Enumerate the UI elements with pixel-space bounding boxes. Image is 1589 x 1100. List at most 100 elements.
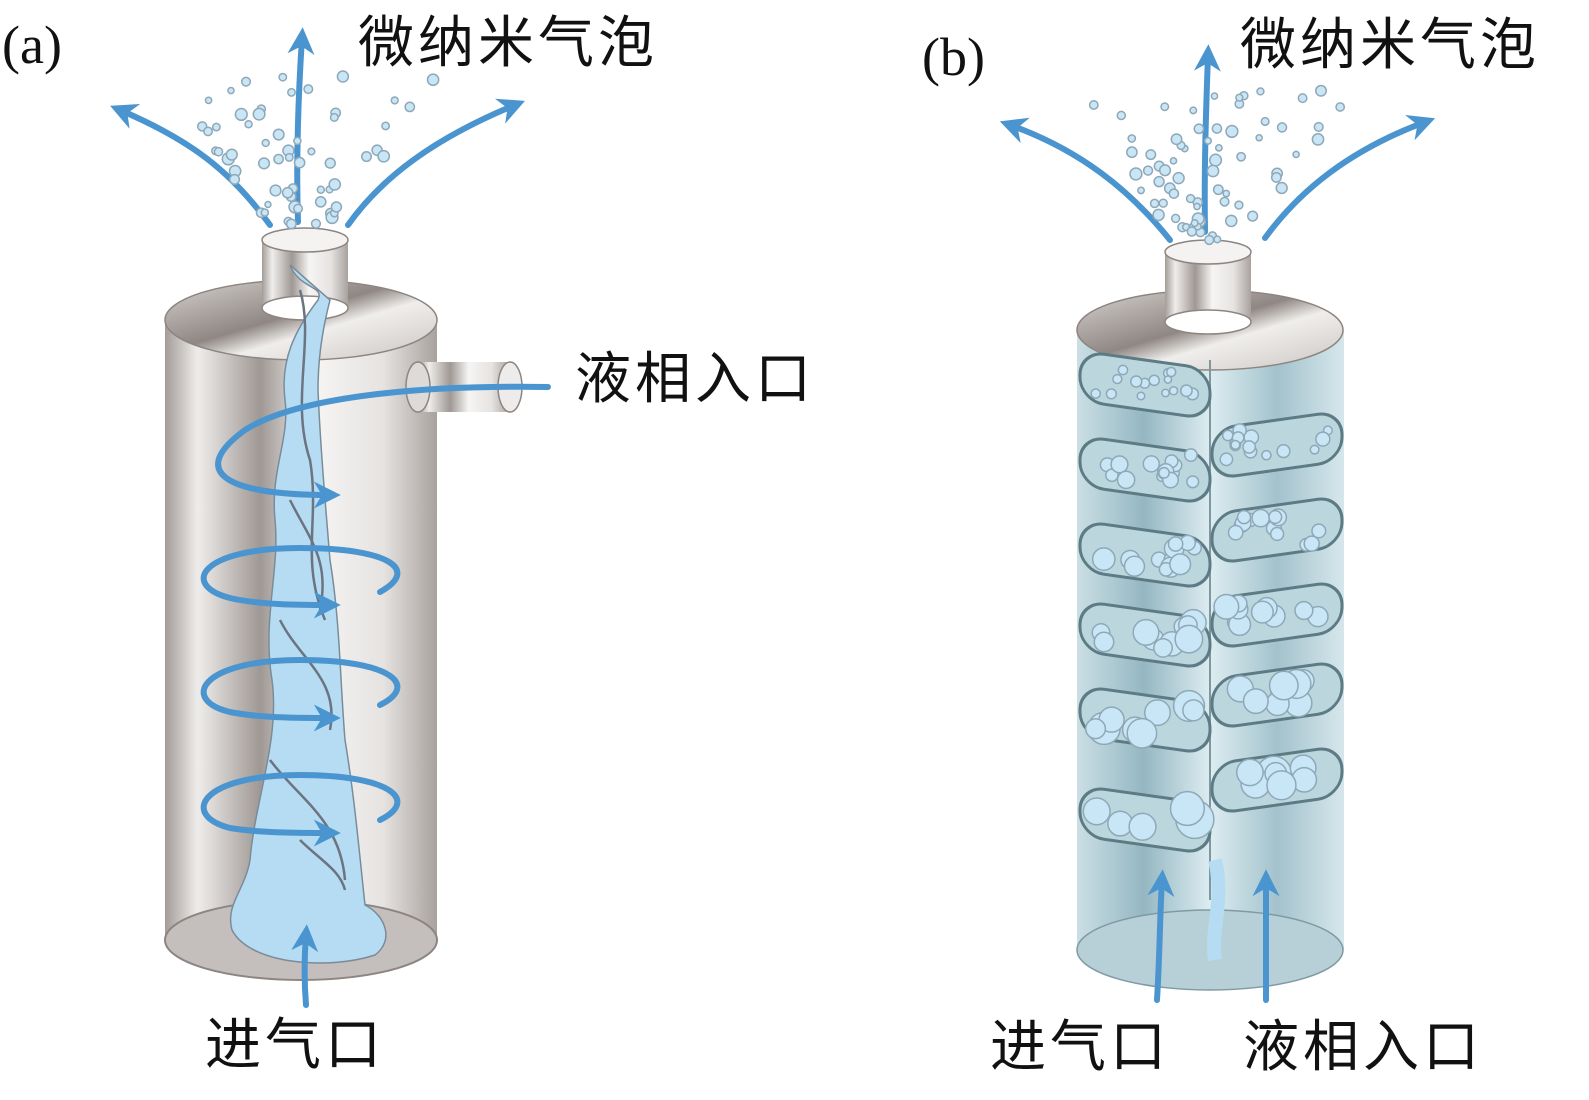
bubble <box>1169 790 1206 827</box>
bubble <box>1311 523 1327 539</box>
bubble <box>261 138 270 148</box>
bubble <box>1227 524 1244 541</box>
bubble <box>1255 133 1263 142</box>
bubble <box>1185 193 1196 204</box>
bubble <box>1170 133 1183 146</box>
bubble <box>1268 509 1283 525</box>
panel-b-helical-plates <box>1078 352 1344 853</box>
bubble <box>1268 670 1299 701</box>
panel-b-label: (b) <box>922 27 985 87</box>
bubble <box>1236 509 1252 525</box>
bubble <box>1213 593 1240 620</box>
bubble <box>287 87 296 97</box>
panel-b-gas-inlet-label: 进气口 <box>990 1015 1170 1080</box>
bubble <box>303 84 314 95</box>
bubble <box>1093 631 1115 653</box>
bubble <box>1142 455 1160 473</box>
bubble <box>227 86 235 95</box>
bubble <box>1270 171 1282 183</box>
bubble <box>1230 439 1241 450</box>
bubble <box>1130 375 1143 388</box>
panel-a-swirl-arrows <box>200 383 551 1008</box>
bubble <box>1225 124 1239 139</box>
bubble <box>1261 449 1272 461</box>
bubble <box>426 73 440 87</box>
bubble <box>1186 475 1200 489</box>
bubble <box>1266 770 1297 801</box>
bubble <box>1148 374 1161 387</box>
panel-b-gas-stream <box>1206 858 1226 962</box>
bubble <box>1149 198 1160 209</box>
bubble <box>1189 106 1198 115</box>
bubble <box>278 72 288 82</box>
bubble <box>1303 535 1320 552</box>
bubble <box>1158 198 1168 208</box>
bubble <box>1222 189 1231 198</box>
bubble <box>285 218 297 230</box>
bubble <box>1276 444 1291 459</box>
bubble <box>273 153 284 165</box>
bubble <box>1091 547 1116 572</box>
bubble <box>1169 553 1192 576</box>
bubble <box>1212 184 1224 196</box>
bubble <box>1082 797 1111 826</box>
bubble <box>1235 758 1264 787</box>
bubble <box>1256 87 1265 96</box>
bubble <box>1126 717 1158 749</box>
bubble <box>1158 164 1172 177</box>
bubble <box>1161 388 1170 398</box>
bubble <box>1247 210 1259 222</box>
bubble <box>1297 93 1308 104</box>
bubble <box>1242 440 1257 454</box>
bubble <box>1208 153 1223 167</box>
bubble <box>377 149 391 163</box>
bubble <box>390 96 399 105</box>
bubble <box>293 156 306 169</box>
bubble <box>1219 196 1230 207</box>
bubble <box>1167 536 1184 552</box>
bubble <box>1129 167 1143 181</box>
bubble <box>329 112 339 123</box>
panel-b-inlet-arrows <box>1147 869 1280 1003</box>
bubble <box>211 122 221 132</box>
bubble <box>1153 175 1165 188</box>
panel-b-outlet-label: 微纳米气泡 <box>1240 13 1540 78</box>
bubble <box>284 152 294 162</box>
bubble <box>1165 366 1177 378</box>
bubble <box>1193 202 1201 211</box>
panel-b-gas-inlet-arrow <box>1147 869 1175 1003</box>
bubble <box>330 201 343 213</box>
bubble <box>204 96 213 105</box>
bubble <box>203 126 214 137</box>
bubble <box>1132 618 1160 646</box>
bubble <box>1110 455 1129 474</box>
bubble <box>1313 121 1324 133</box>
bubble <box>293 203 304 214</box>
bubble <box>1145 149 1157 161</box>
bubble <box>260 208 270 217</box>
bubble <box>1219 452 1234 467</box>
bubble <box>244 119 253 129</box>
bubble <box>281 186 294 199</box>
bubble <box>1183 448 1198 462</box>
bubble <box>213 146 224 157</box>
bubble <box>1335 102 1346 112</box>
bubble <box>1204 234 1215 246</box>
bubble <box>269 184 282 197</box>
bubble <box>1251 508 1271 528</box>
panel-b-liquid-inlet-label: 液相入口 <box>1243 1015 1483 1080</box>
panel-a-label: (a) <box>2 15 62 75</box>
bubble <box>1123 555 1146 577</box>
bubble <box>404 101 416 113</box>
bubble <box>1169 157 1178 165</box>
bubble <box>1179 384 1193 398</box>
bubble <box>1182 699 1205 722</box>
bubble <box>381 121 391 131</box>
bubble <box>1315 431 1331 447</box>
bubble <box>1116 110 1127 121</box>
bubble <box>1084 718 1107 740</box>
bubble <box>1174 624 1204 654</box>
panel-a-liquid-inlet-label: 液相入口 <box>575 347 815 412</box>
bubble <box>1137 186 1145 195</box>
